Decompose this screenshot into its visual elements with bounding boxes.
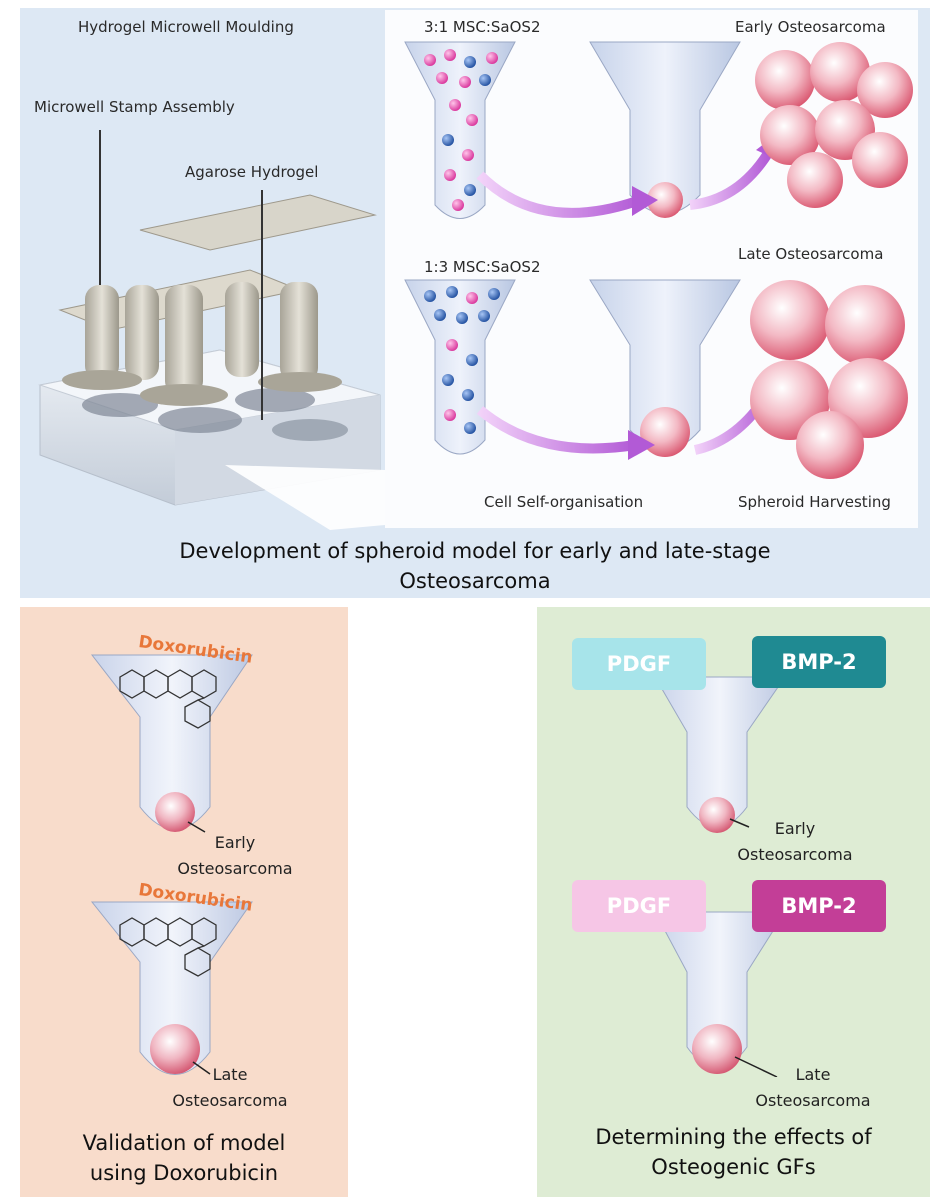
early-cell-tube [404, 41, 516, 219]
pdgf-badge-early: PDGF [572, 638, 706, 690]
late-pointer [192, 1061, 211, 1075]
left-caption-line2: using Doxorubicin [89, 1161, 279, 1185]
zoom-wedge [225, 465, 385, 530]
late-osteosarcoma-label: Late Osteosarcoma [738, 245, 884, 263]
right-late-line1: Late [795, 1065, 831, 1084]
doxorubicin-tube-late [90, 901, 253, 1075]
ratio-late-label: 1:3 MSC:SaOS2 [424, 258, 541, 276]
late-pointer [734, 1056, 778, 1077]
early-spheroid-cluster [755, 42, 913, 208]
self-organisation-label: Cell Self-organisation [484, 493, 644, 511]
gf-tube-early [654, 676, 786, 833]
late-arrow-1 [476, 406, 636, 454]
top-panel-illustration [38, 41, 913, 530]
left-late-line1: Late [212, 1065, 248, 1084]
left-early-line1: Early [214, 833, 256, 852]
late-cell-tube [404, 279, 516, 455]
doxorubicin-structure-early [119, 669, 217, 729]
early-arrow-1 [476, 171, 642, 218]
left-late-label: Late Osteosarcoma [150, 1062, 310, 1114]
right-late-line2: Osteosarcoma [755, 1091, 871, 1110]
early-pointer [187, 821, 206, 833]
right-caption-line1: Determining the effects of [595, 1125, 872, 1149]
early-selforg-tube [589, 41, 741, 218]
bmp2-badge-late: BMP-2 [752, 880, 886, 932]
top-caption-line2: Osteosarcoma [399, 569, 551, 593]
doxorubicin-structure-late [119, 917, 217, 977]
early-arrow-2 [689, 147, 775, 210]
pdgf-badge-late: PDGF [572, 880, 706, 932]
right-caption-line2: Osteogenic GFs [651, 1155, 816, 1179]
late-arrow-1-head [628, 430, 655, 460]
left-early-line2: Osteosarcoma [177, 859, 293, 878]
late-selforg-tube [589, 279, 741, 457]
right-early-line1: Early [774, 819, 816, 838]
left-early-label: Early Osteosarcoma [155, 830, 315, 882]
cell-mix-early [424, 49, 498, 211]
top-caption-line1: Development of spheroid model for early … [179, 539, 771, 563]
early-spheroid [699, 797, 735, 833]
cell-mix-late [424, 286, 500, 434]
microwell-stamp-assembly [58, 194, 377, 406]
hydrogel-title: Hydrogel Microwell Moulding [78, 18, 294, 36]
spheroid-harvesting-label: Spheroid Harvesting [738, 493, 891, 511]
early-osteosarcoma-label: Early Osteosarcoma [735, 18, 886, 36]
right-early-label: Early Osteosarcoma [720, 816, 870, 868]
early-arrow-1-head [632, 186, 658, 216]
doxorubicin-tube-early [90, 654, 253, 832]
late-spheroid [692, 1024, 742, 1074]
early-spheroid-small [647, 182, 683, 218]
agarose-label: Agarose Hydrogel [185, 163, 319, 181]
left-caption: Validation of model using Doxorubicin [20, 1128, 348, 1188]
early-spheroid [155, 792, 195, 832]
left-panel-illustration [90, 654, 253, 1075]
right-late-label: Late Osteosarcoma [738, 1062, 888, 1114]
early-pointer [729, 818, 750, 828]
bmp2-badge-early: BMP-2 [752, 636, 886, 688]
late-spheroid-cluster [750, 280, 908, 479]
stamp-label: Microwell Stamp Assembly [34, 98, 235, 116]
left-caption-line1: Validation of model [82, 1131, 286, 1155]
ratio-early-label: 3:1 MSC:SaOS2 [424, 18, 541, 36]
right-caption: Determining the effects of Osteogenic GF… [537, 1122, 930, 1182]
right-early-line2: Osteosarcoma [737, 845, 853, 864]
late-spheroid [150, 1024, 200, 1074]
late-spheroid-small [640, 407, 690, 457]
top-caption: Development of spheroid model for early … [20, 536, 930, 596]
left-late-line2: Osteosarcoma [172, 1091, 288, 1110]
gf-tube-late [654, 911, 786, 1074]
right-panel-illustration [654, 676, 786, 1077]
